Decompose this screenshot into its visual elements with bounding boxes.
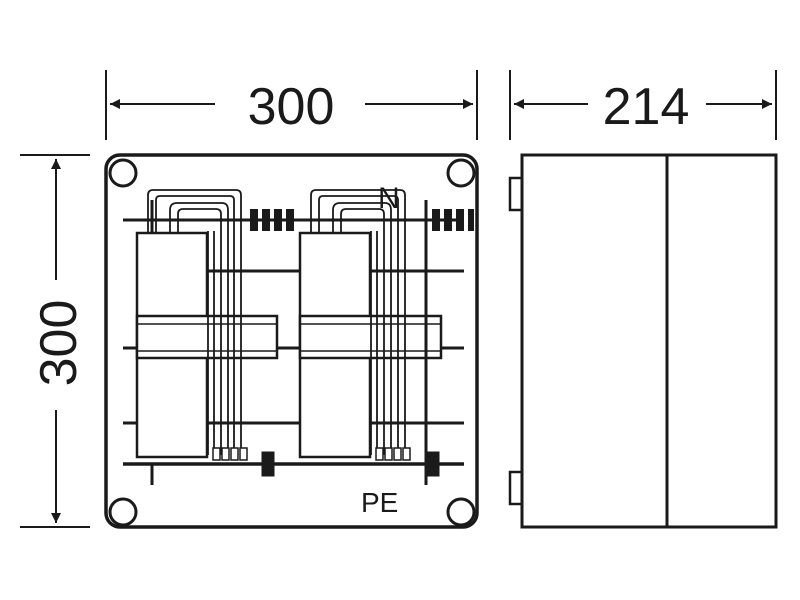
pe-terminals xyxy=(150,200,440,485)
pe-label: PE xyxy=(361,487,398,518)
wiring-left xyxy=(147,189,242,455)
corner-hole-bottom-right xyxy=(446,497,476,527)
front-height-dimension xyxy=(20,154,90,528)
wire-loop xyxy=(332,202,392,455)
terminal-blocks-top xyxy=(250,209,474,231)
side-depth-dimension xyxy=(509,70,777,140)
hinge-top xyxy=(508,176,524,212)
terminal-block xyxy=(262,209,270,231)
clamp xyxy=(230,447,239,461)
front-height-value: 300 xyxy=(30,300,88,387)
terminal-block xyxy=(286,209,294,231)
hinge-bottom xyxy=(508,470,524,506)
clamp xyxy=(239,447,248,461)
pe-terminal-block xyxy=(426,451,440,477)
clamp-terminals xyxy=(212,447,411,461)
wire-loop xyxy=(318,195,399,455)
wire-loop xyxy=(340,208,385,455)
clamp xyxy=(375,447,384,461)
wire-loop xyxy=(177,208,222,455)
front-width-value: 300 xyxy=(248,78,335,136)
wire-loop xyxy=(169,202,229,455)
switch-module-left xyxy=(135,231,279,459)
clamp xyxy=(384,447,393,461)
front-view-enclosure xyxy=(104,153,479,529)
corner-hole-top-left xyxy=(108,158,138,188)
clamp xyxy=(393,447,402,461)
wiring-right xyxy=(310,189,406,455)
terminal-block xyxy=(250,209,258,231)
enclosure-outline xyxy=(104,153,479,529)
wire-loop xyxy=(147,189,242,455)
side-body xyxy=(520,153,778,529)
pe-terminal-block xyxy=(261,451,275,477)
terminal-block xyxy=(444,209,452,231)
side-depth-value: 214 xyxy=(603,78,690,136)
front-width-dimension xyxy=(105,70,478,140)
wire-loop xyxy=(310,189,406,455)
clamp xyxy=(221,447,230,461)
terminal-block xyxy=(432,209,440,231)
terminal-block xyxy=(468,209,474,231)
rails xyxy=(123,218,464,466)
corner-hole-bottom-left xyxy=(108,497,138,527)
clamp xyxy=(402,447,411,461)
neutral-label: N xyxy=(378,182,400,215)
terminal-block xyxy=(456,209,464,231)
wire-loop xyxy=(155,195,235,455)
corner-hole-top-right xyxy=(446,158,476,188)
side-view-enclosure xyxy=(508,153,778,529)
terminal-block xyxy=(274,209,282,231)
clamp xyxy=(212,447,221,461)
